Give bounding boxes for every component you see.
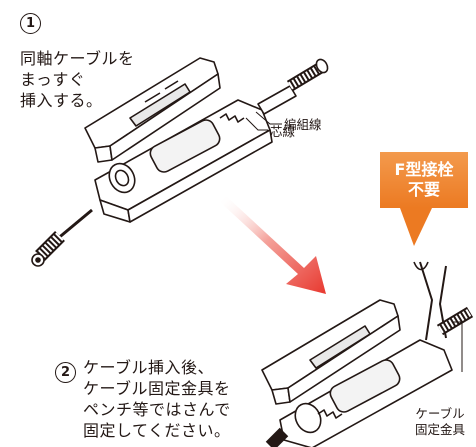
step1-number-circle: 1 — [20, 13, 41, 34]
step2-number-circle: 2 — [55, 362, 76, 383]
step2-line: ペンチ等ではさんで — [83, 400, 231, 419]
step2-instruction: ケーブル挿入後、 ケーブル固定金具を ペンチ等ではさんで 固定してください。 — [83, 357, 231, 441]
core-leader-line — [245, 117, 268, 131]
callout-line: F型接栓 — [394, 160, 454, 179]
core-label-wrap: 芯線 — [270, 123, 295, 139]
step1-line: まっすぐ — [20, 70, 86, 89]
callout-text: F型接栓 不要 — [380, 160, 468, 200]
core-label: 芯線 — [270, 124, 296, 139]
red-arrow — [220, 196, 326, 294]
callout-line: 不要 — [407, 180, 440, 199]
braid-leader-line — [255, 111, 282, 125]
step1-line: 挿入する。 — [20, 91, 103, 110]
step2-line: ケーブル固定金具を — [83, 379, 231, 398]
fixture-label: ケーブル 固定金具 — [404, 406, 476, 438]
braid-label: 編組線 — [284, 117, 322, 132]
bottom-connector — [261, 261, 474, 447]
callout-box — [380, 152, 468, 246]
fixture-label-line: ケーブル — [415, 406, 465, 421]
fixture-label-line: 固定金具 — [414, 422, 465, 437]
step1-instruction: 同軸ケーブルを まっすぐ 挿入する。 — [20, 48, 135, 111]
step2-line: 固定してください。 — [83, 421, 231, 440]
step2-line: ケーブル挿入後、 — [83, 358, 215, 377]
top-connector — [31, 57, 329, 267]
step1-line: 同軸ケーブルを — [20, 49, 135, 68]
fixture-leader-line — [452, 321, 463, 372]
